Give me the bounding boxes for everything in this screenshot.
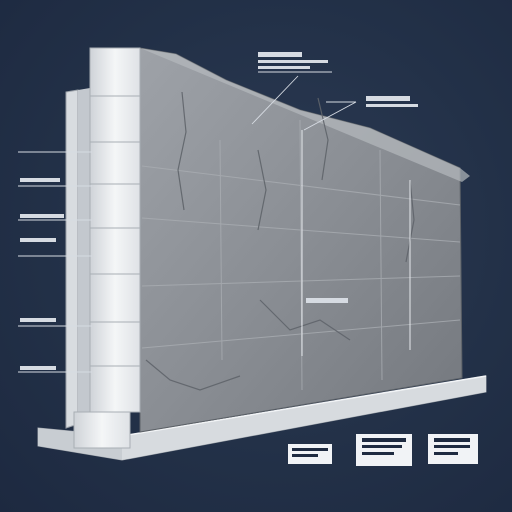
callout-boxes xyxy=(288,434,478,466)
annotation-text-blocks xyxy=(20,52,418,370)
block-column xyxy=(73,47,141,449)
concrete-wall xyxy=(139,47,470,433)
edge-panel xyxy=(65,88,90,429)
annotation-leader-lines xyxy=(18,71,357,373)
